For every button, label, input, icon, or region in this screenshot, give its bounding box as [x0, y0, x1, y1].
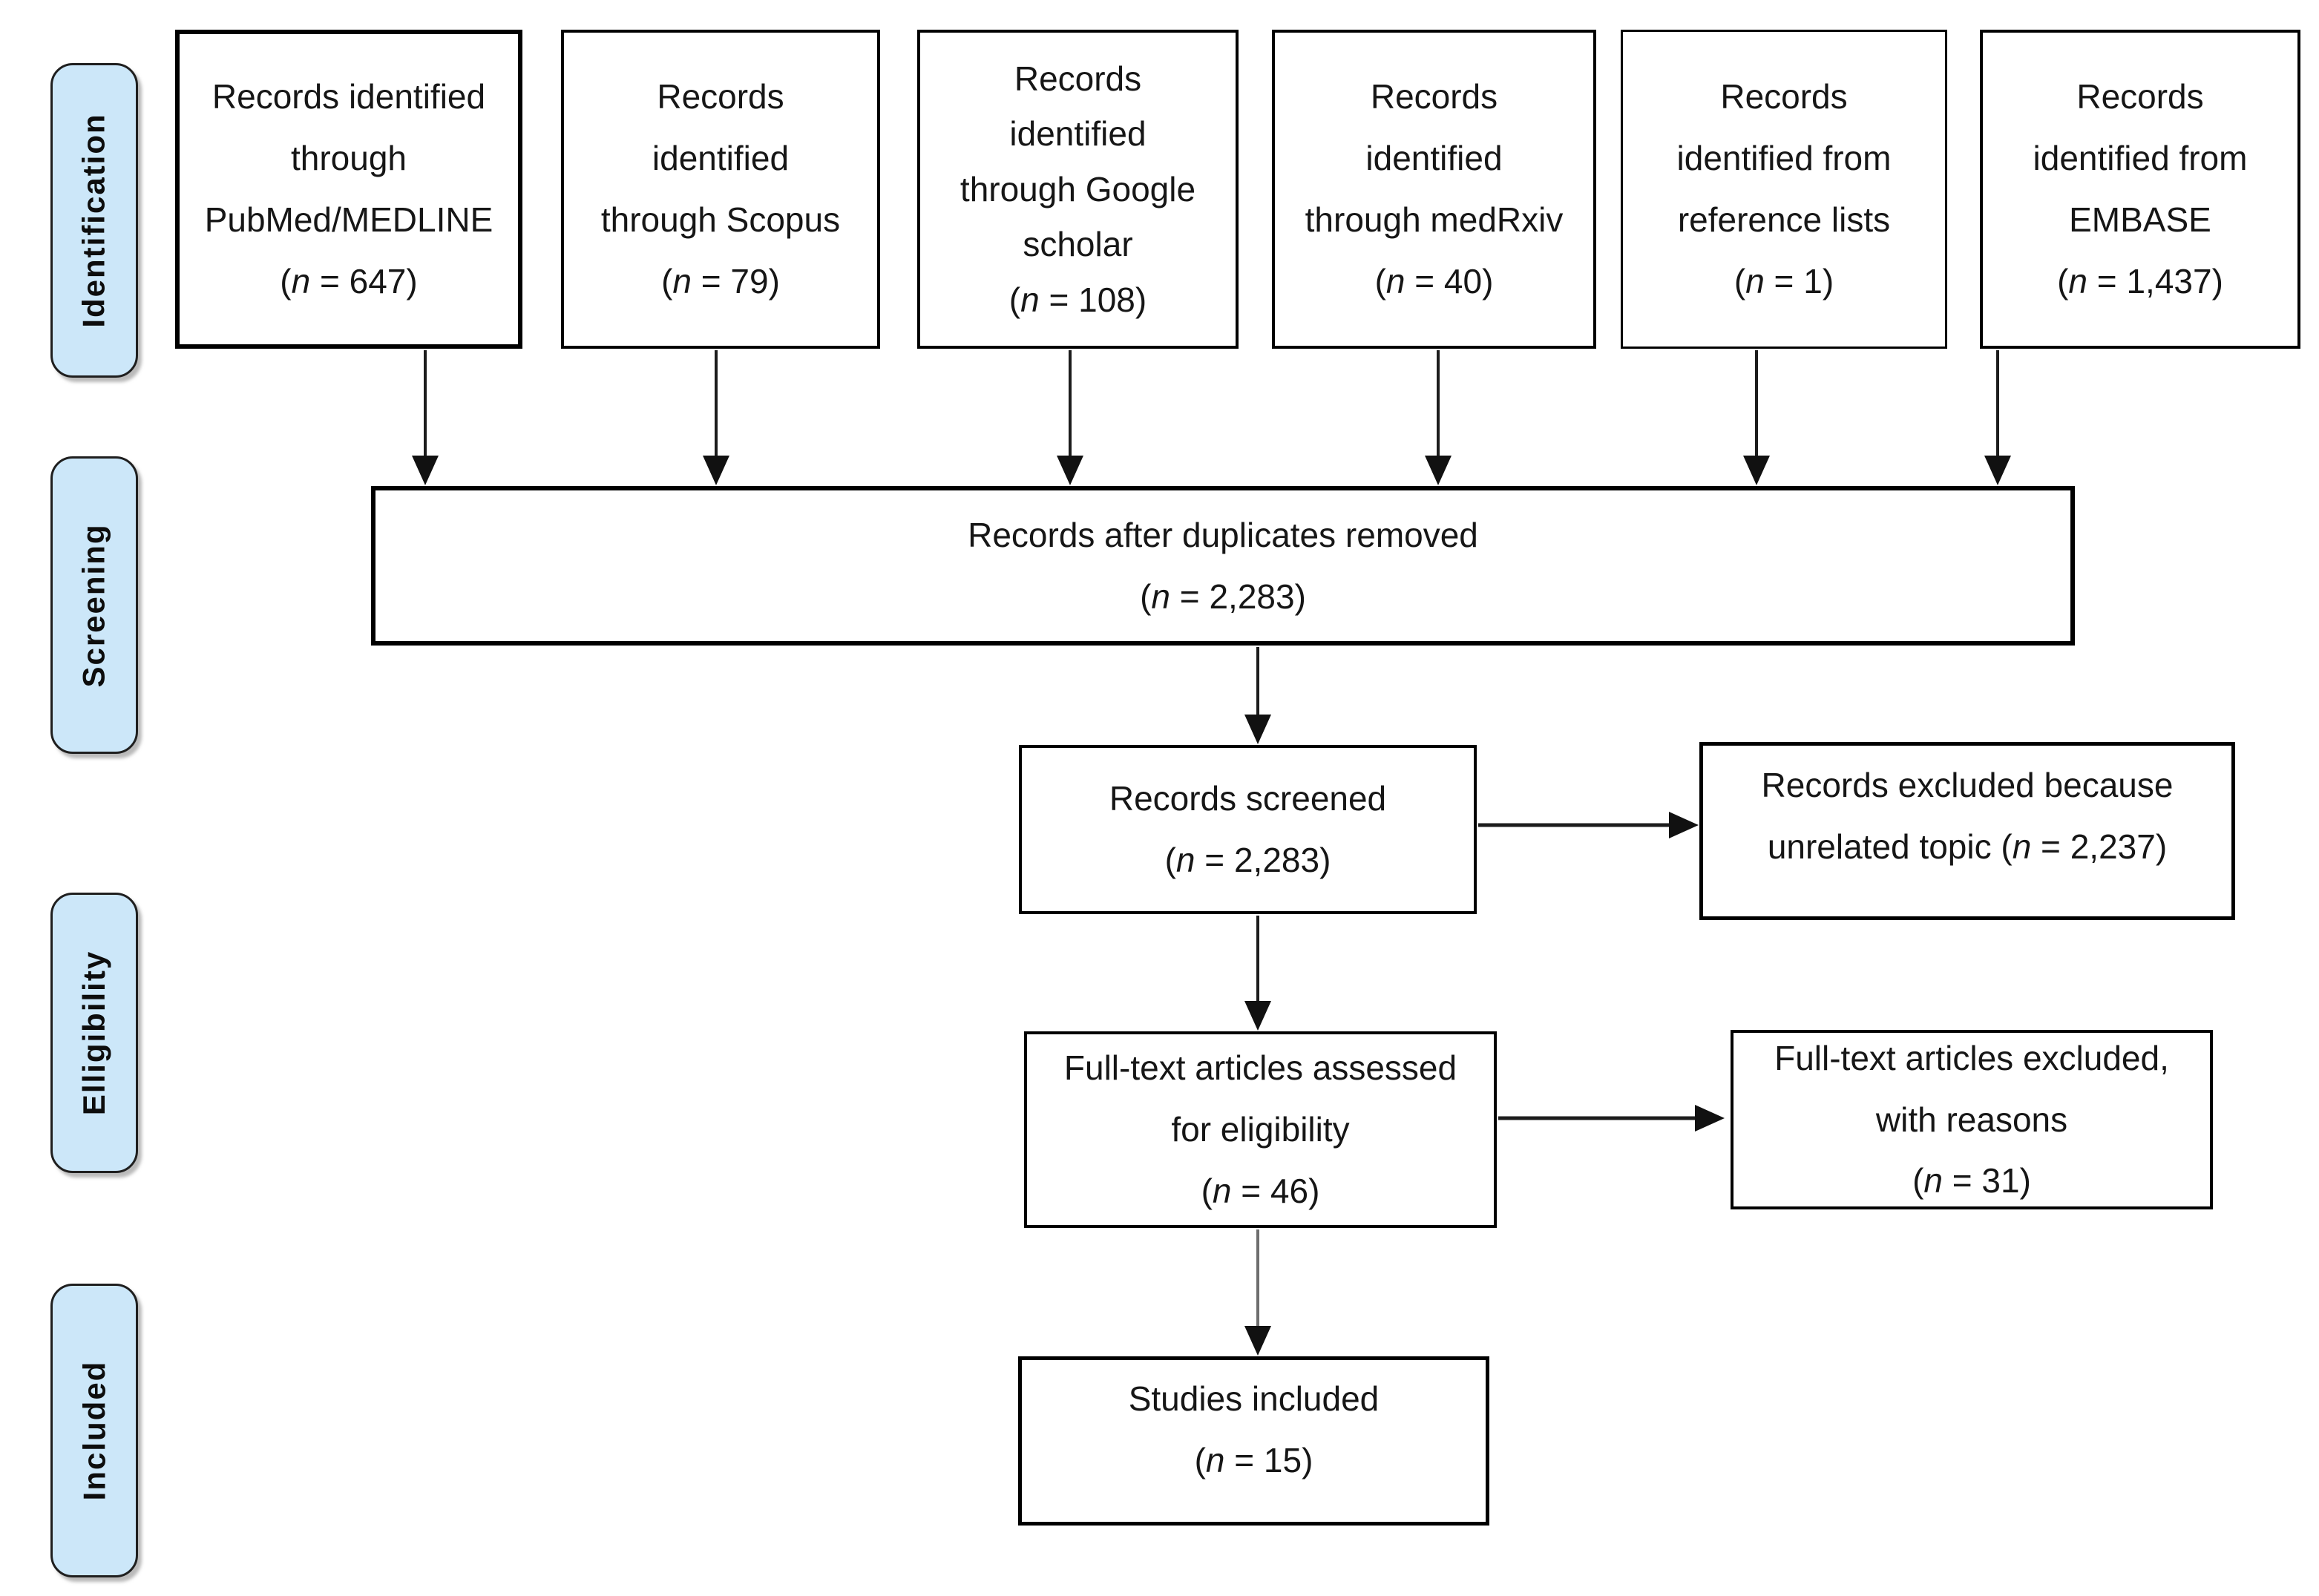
box-studies-included-label: Studies included	[1128, 1379, 1380, 1419]
stage-label-eligibility-text: Elligibility	[76, 950, 112, 1116]
box-source-google-scholar: Records identified through Google schola…	[917, 30, 1239, 349]
box-records-screened-count: (n = 2,283)	[1164, 841, 1331, 879]
box-duplicates-removed-count: (n = 2,283)	[1140, 577, 1306, 616]
box-records-screened-label: Records screened	[1109, 779, 1387, 818]
box-source-pubmed: Records identified through PubMed/MEDLIN…	[175, 30, 522, 349]
box-source-scopus: Records identified through Scopus (n = 7…	[561, 30, 880, 349]
box-source-scopus-label: Records identified through Scopus	[600, 77, 841, 239]
box-source-reference-lists-count: (n = 1)	[1733, 261, 1834, 301]
stage-label-screening-text: Screening	[76, 522, 112, 688]
box-source-scopus-count: (n = 79)	[661, 261, 780, 301]
box-source-reference-lists: Records identified from reference lists …	[1621, 30, 1947, 349]
box-fulltext-excluded-count: (n = 31)	[1912, 1161, 2031, 1201]
box-studies-included-count: (n = 15)	[1194, 1441, 1313, 1480]
box-fulltext-assessed: Full-text articles assessed for eligibil…	[1024, 1031, 1497, 1228]
box-studies-included: Studies included (n = 15)	[1018, 1356, 1489, 1526]
box-source-embase-label: Records identified from EMBASE	[2033, 77, 2248, 239]
box-source-pubmed-label: Records identified through PubMed/MEDLIN…	[204, 77, 493, 239]
box-records-excluded-count: (n = 2,237)	[2001, 827, 2168, 866]
stage-label-included-text: Included	[76, 1360, 111, 1501]
stage-label-identification-text: Identification	[76, 113, 111, 328]
box-source-embase-count: (n = 1,437)	[2057, 261, 2223, 301]
box-records-excluded-reason: unrelated topic	[1767, 827, 2001, 866]
box-fulltext-excluded-label: Full-text articles excluded, with reason…	[1774, 1038, 2169, 1139]
box-duplicates-removed-label: Records after duplicates removed	[968, 515, 1478, 554]
stage-label-included: Included	[50, 1284, 138, 1577]
box-records-excluded-line2: unrelated topic (n = 2,237)	[1768, 816, 2167, 878]
box-source-medrxiv-count: (n = 40)	[1374, 261, 1494, 301]
box-source-pubmed-count: (n = 647)	[280, 261, 418, 301]
box-source-embase: Records identified from EMBASE (n = 1,43…	[1980, 30, 2300, 349]
box-source-google-scholar-count: (n = 108)	[1008, 280, 1147, 319]
box-fulltext-excluded: Full-text articles excluded, with reason…	[1731, 1030, 2213, 1209]
box-source-medrxiv-label: Records identified through medRxiv	[1305, 77, 1564, 239]
stage-label-identification: Identification	[50, 63, 138, 378]
stage-label-screening: Screening	[50, 456, 138, 754]
box-fulltext-assessed-label: Full-text articles assessed for eligibil…	[1063, 1048, 1457, 1149]
box-records-excluded: Records excluded because unrelated topic…	[1699, 742, 2235, 920]
box-fulltext-assessed-count: (n = 46)	[1201, 1171, 1320, 1210]
box-records-screened: Records screened (n = 2,283)	[1019, 745, 1477, 914]
box-source-google-scholar-label: Records identified through Google schola…	[960, 59, 1196, 264]
box-duplicates-removed: Records after duplicates removed (n = 2,…	[371, 486, 2075, 646]
box-source-reference-lists-label: Records identified from reference lists	[1676, 77, 1892, 239]
box-records-excluded-line1: Records excluded because	[1761, 766, 2174, 805]
stage-label-eligibility: Elligibility	[50, 893, 138, 1173]
box-source-medrxiv: Records identified through medRxiv (n = …	[1272, 30, 1596, 349]
